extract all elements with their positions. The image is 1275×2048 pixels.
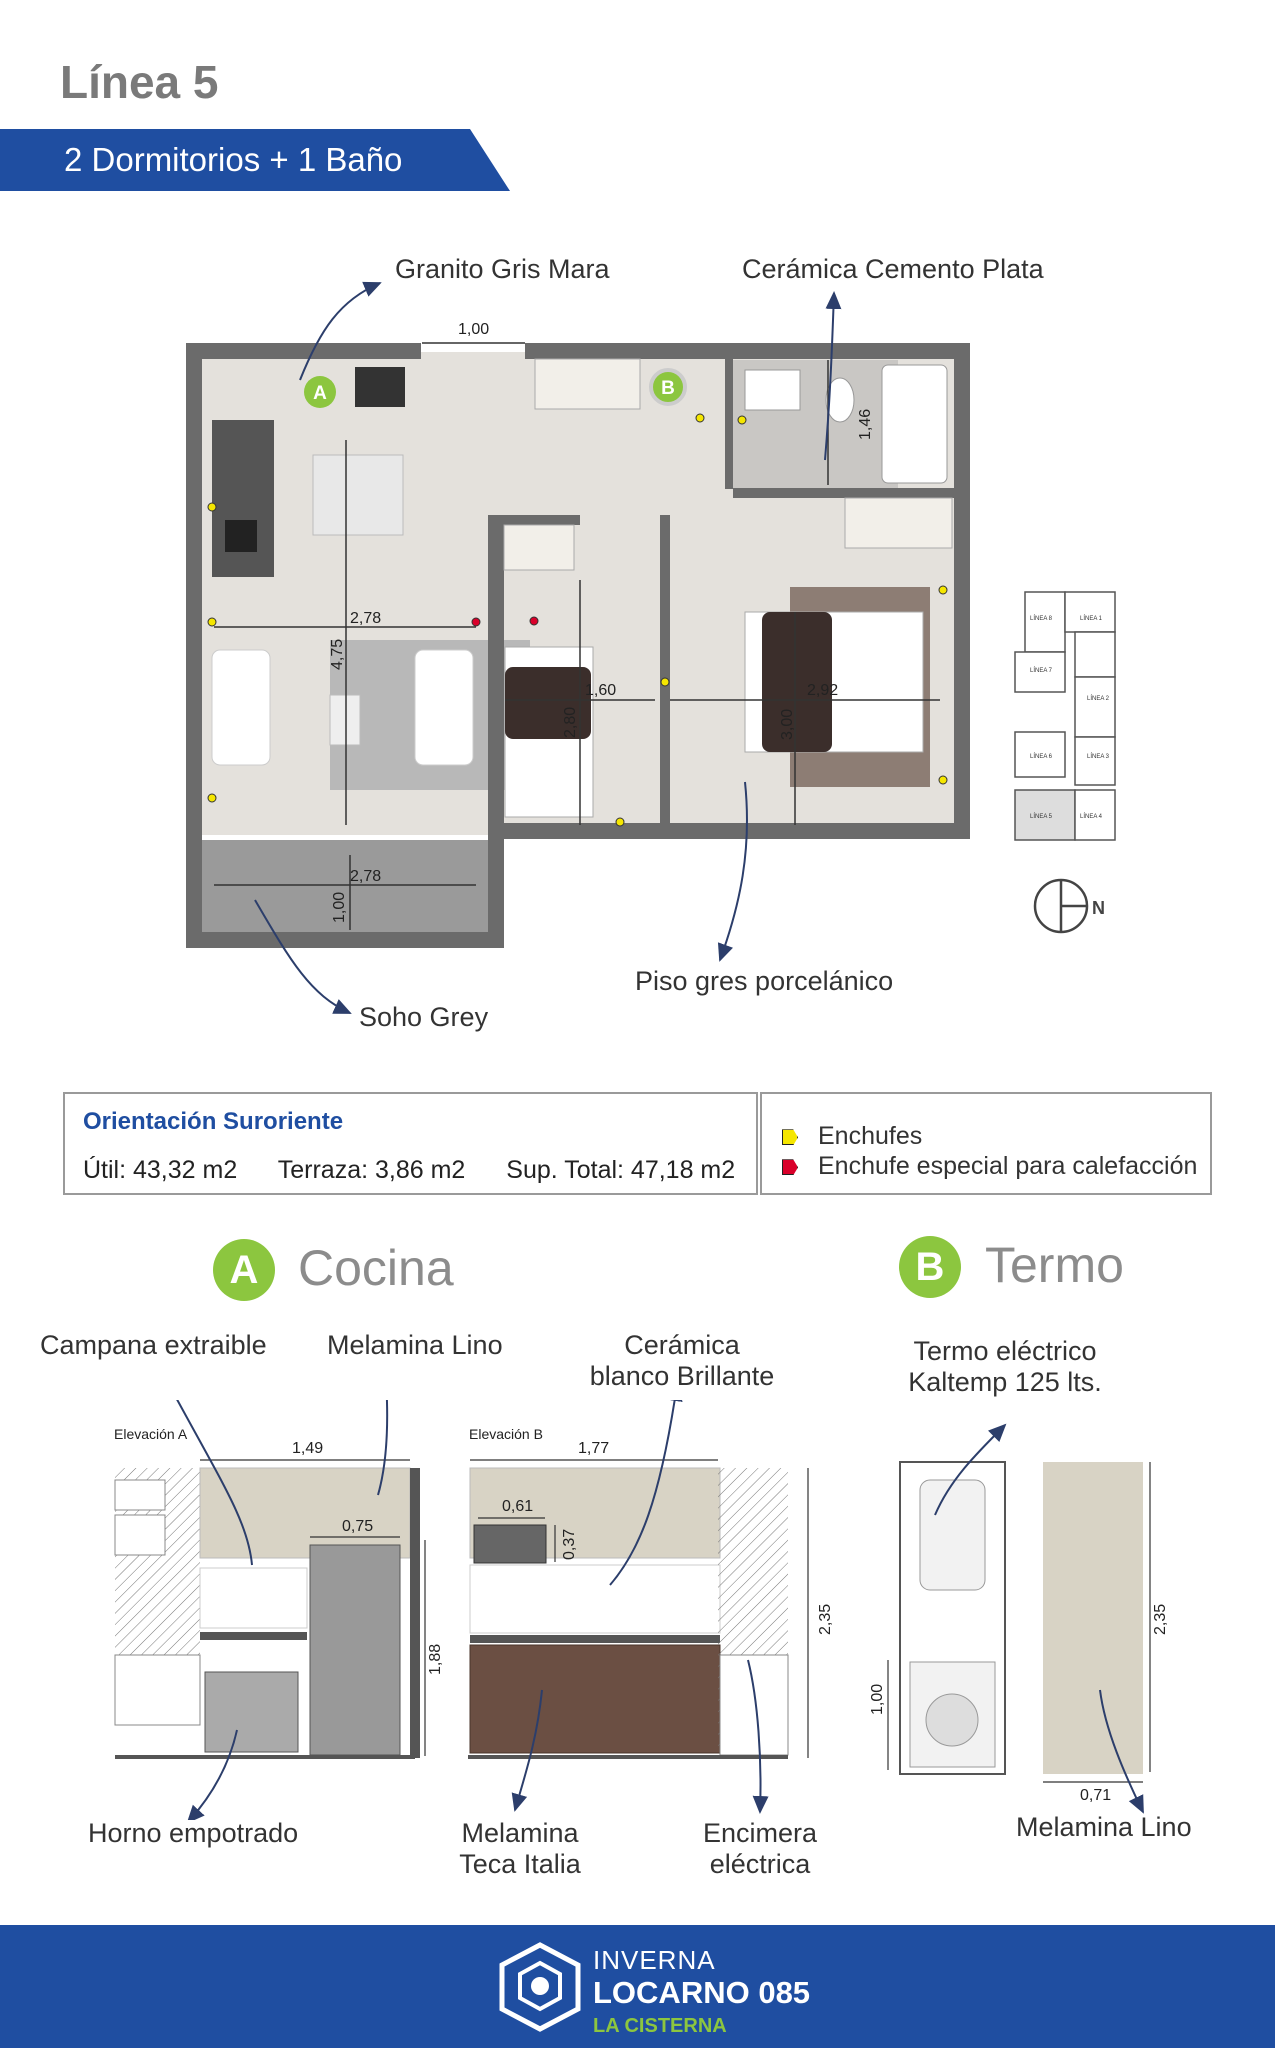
brand-logo-icon [499,1942,581,2032]
marker-a [304,376,336,408]
svg-text:3,00: 3,00 [779,709,796,740]
cocina-title: Cocina [298,1240,454,1296]
svg-text:4,75: 4,75 [329,639,346,670]
legend-box: Enchufes Enchufe especial para calefacci… [760,1092,1212,1195]
elevation-b [468,1467,789,1759]
svg-text:1,00: 1,00 [331,892,348,923]
sofa [211,649,271,766]
callout-granito: Granito Gris Mara [395,254,610,284]
outlet-markers [207,413,948,827]
svg-text:A: A [313,383,327,404]
svg-text:2,35: 2,35 [817,1604,834,1635]
heating-swatch [782,1159,798,1176]
svg-text:LÍNEA 8: LÍNEA 8 [1030,615,1053,622]
svg-text:LÍNEA 3: LÍNEA 3 [1087,753,1110,760]
dimension-lines [214,342,940,930]
dining-table [312,454,404,536]
water-heater [919,1479,986,1591]
callout-horno: Horno empotrado [88,1818,299,1848]
marker-b [649,368,687,406]
heating-outlets [471,616,539,627]
svg-text:1,77: 1,77 [578,1440,609,1457]
svg-text:2,35: 2,35 [1152,1604,1169,1635]
callout-teca: Melamina Teca Italia [459,1818,581,1879]
callout-soho: Soho Grey [359,1002,489,1032]
callout-melamina-lino: Melamina Lino [327,1330,503,1360]
svg-text:1,49: 1,49 [292,1440,323,1457]
svg-text:B: B [661,378,675,399]
termo-badge: B [899,1236,961,1298]
brand-top: INVERNA [593,1945,716,1975]
termo-cabinet [1043,1462,1143,1774]
orientation-label: Orientación Suroriente [83,1108,344,1135]
svg-text:LÍNEA 4: LÍNEA 4 [1080,813,1103,820]
svg-text:0,71: 0,71 [1080,1787,1111,1804]
north-label: N [1092,898,1105,918]
bathtub [881,364,948,484]
brand-sub: LA CISTERNA [593,2015,727,2037]
callout-ceramica: Cerámica Cemento Plata [742,254,1044,284]
kitchen-counter [212,420,274,577]
svg-text:0,37: 0,37 [561,1529,578,1560]
svg-text:LÍNEA 6: LÍNEA 6 [1030,753,1053,760]
svg-text:2,78: 2,78 [350,868,381,885]
outlet-swatch [782,1129,798,1146]
callout-campana: Campana extraible [40,1330,267,1360]
svg-text:LÍNEA 2: LÍNEA 2 [1087,695,1110,702]
svg-text:LÍNEA 7: LÍNEA 7 [1030,667,1053,674]
key-plan [1014,591,1116,841]
svg-text:2,92: 2,92 [807,682,838,699]
floor-plan: A B 1,00 1,46 2,78 4,75 1,60 2,80 2,92 3… [186,281,1116,1014]
util-area: Útil: 43,32 m2 [83,1156,238,1184]
area-info-box: Orientación Suroriente Útil: 43,32 m2 Te… [63,1092,758,1195]
svg-text:0,61: 0,61 [502,1498,533,1515]
svg-text:1,88: 1,88 [427,1644,444,1675]
svg-text:LÍNEA 5: LÍNEA 5 [1030,813,1053,820]
cocina-badge: A [213,1239,275,1301]
svg-text:0,75: 0,75 [342,1518,373,1535]
svg-text:2,80: 2,80 [562,707,579,738]
svg-text:2,78: 2,78 [350,610,381,627]
callout-termo: Termo eléctrico Kaltemp 125 lts. [908,1336,1102,1397]
brand-main: LOCARNO 085 [593,1975,811,2010]
terraza-area: Terraza: 3,86 m2 [277,1156,466,1184]
legend-heating: Enchufe especial para calefacción [782,1152,1197,1181]
termo-elevation [899,1461,1143,1775]
svg-text:1,46: 1,46 [857,409,874,440]
legend-outlets: Enchufes [782,1122,922,1151]
toilet [825,377,855,423]
terrace-floor [200,840,495,943]
unit-type-banner: 2 Dormitorios + 1 Baño [0,129,510,191]
svg-text:1,60: 1,60 [585,682,616,699]
armchair [414,649,474,766]
elevation-drawings: 1,49 0,75 1,88 1,77 0,61 0,37 2,35 1,00 … [114,1400,1169,1820]
cooktop [225,520,257,552]
callout-encimera: Encimera eléctrica [702,1818,818,1879]
svg-text:1,00: 1,00 [458,321,489,338]
sink [744,369,801,411]
tv [355,367,405,407]
callout-melamina-termo: Melamina Lino [1016,1812,1192,1842]
elevation-a-label: Elevación A [114,1426,188,1442]
area-values: Útil: 43,32 m2 Terraza: 3,86 m2 Sup. Tot… [83,1156,769,1185]
termo-title: Termo [985,1237,1124,1293]
callout-piso: Piso gres porcelánico [635,966,894,996]
elevation-b-label: Elevación B [469,1426,543,1442]
callout-ceramica-blanco: Cerámica blanco Brillante [589,1330,775,1391]
total-area: Sup. Total: 47,18 m2 [506,1156,736,1184]
footer: INVERNA LOCARNO 085 LA CISTERNA [0,1925,1275,2048]
elevation-a [114,1467,420,1759]
svg-text:LÍNEA 1: LÍNEA 1 [1080,615,1103,622]
svg-text:1,00: 1,00 [869,1684,886,1715]
unit-type-label: 2 Dormitorios + 1 Baño [64,141,403,178]
walls [186,343,970,948]
page-title: Línea 5 [60,56,219,108]
